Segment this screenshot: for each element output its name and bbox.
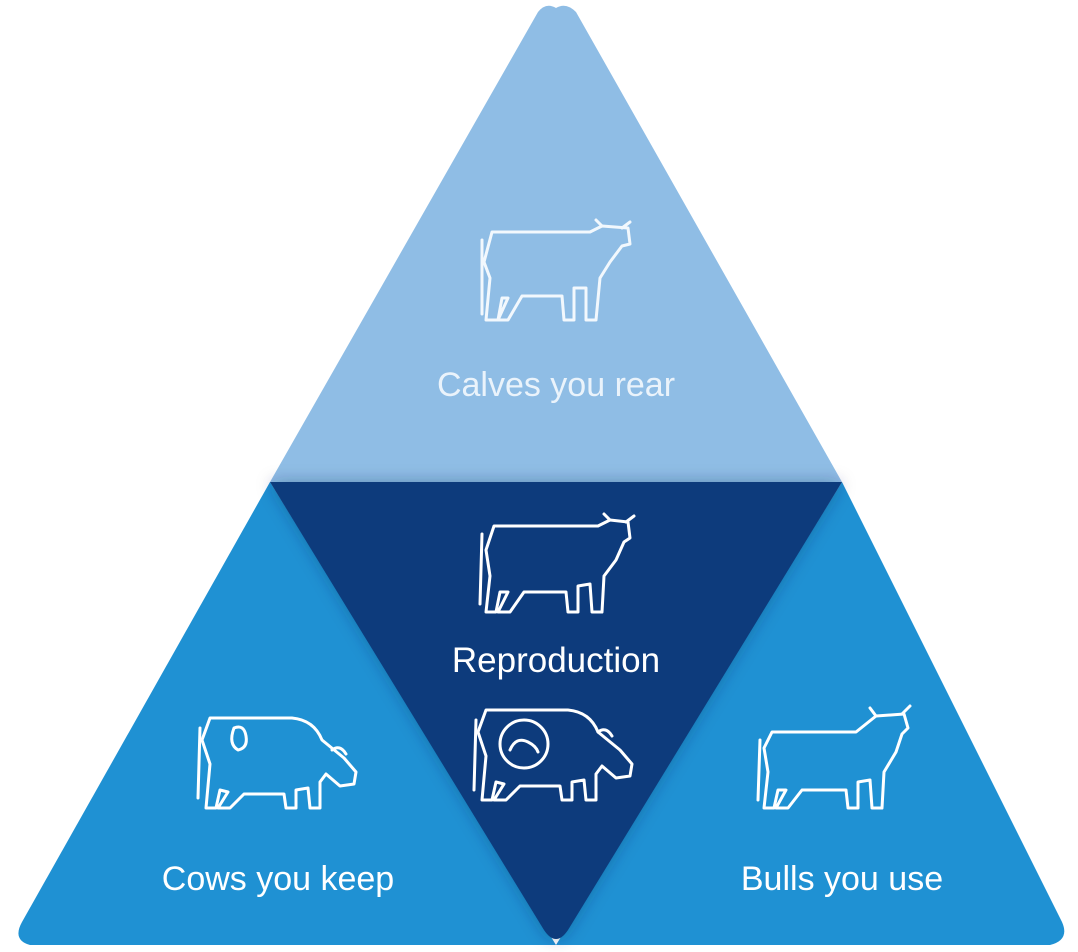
right-section <box>556 482 1065 945</box>
top-section <box>270 5 842 482</box>
grazing-dairy-cow-icon <box>196 716 358 810</box>
cow-icon <box>478 512 636 614</box>
right-section-label: Bulls you use <box>741 860 943 898</box>
left-section <box>18 482 556 945</box>
calf-icon <box>480 218 632 322</box>
left-section-label: Cows you keep <box>162 860 394 898</box>
center-section-label: Reproduction <box>452 641 660 680</box>
top-section-label: Calves you rear <box>437 366 675 404</box>
bull-icon <box>756 704 912 810</box>
grazing-cow-with-embryo-icon <box>472 708 634 802</box>
